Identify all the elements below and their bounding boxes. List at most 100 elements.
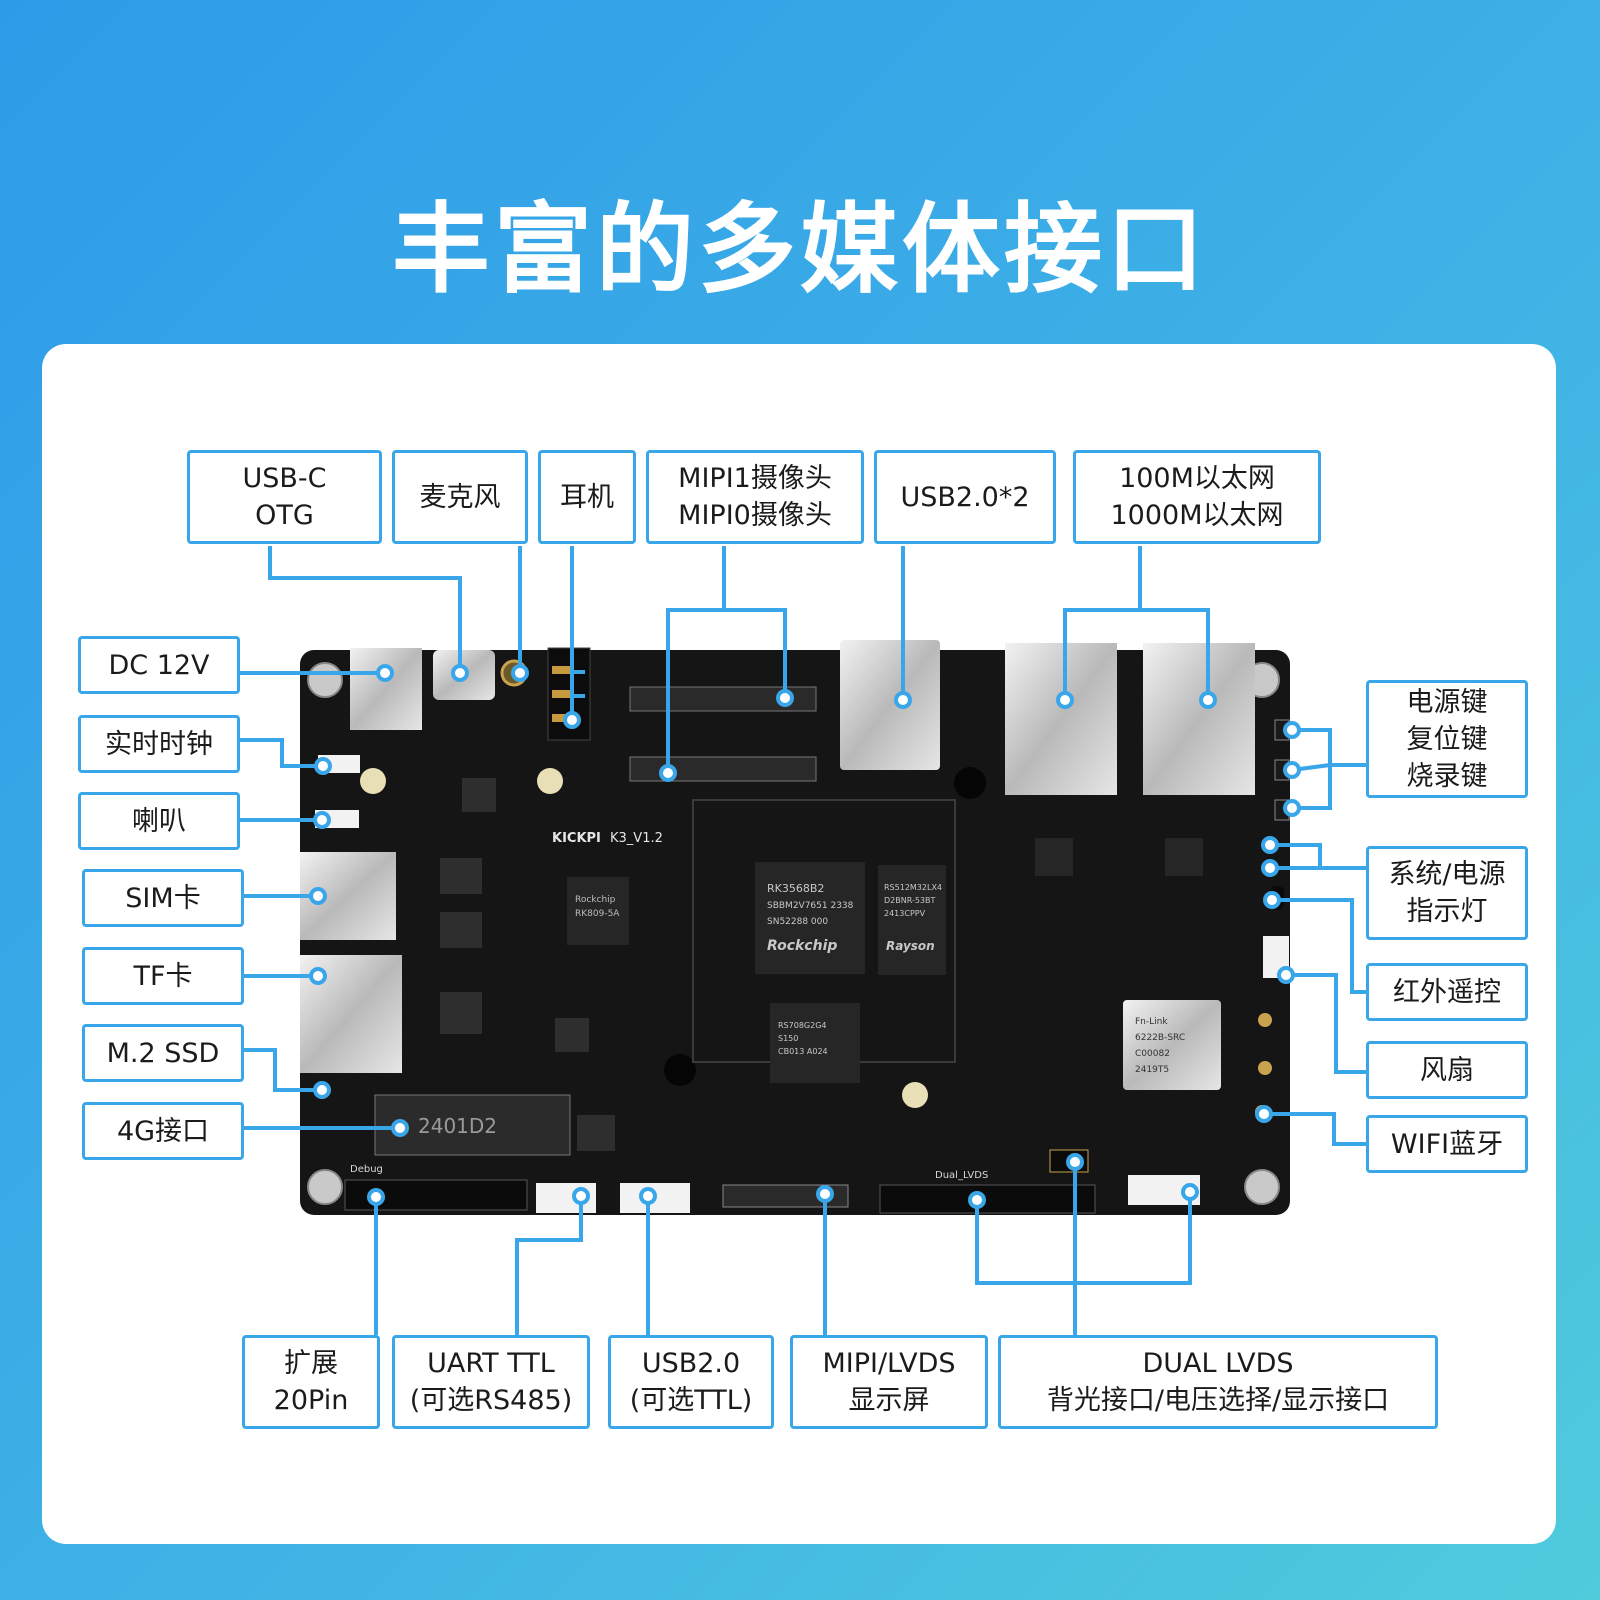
label-usb2-dual: USB2.0*2: [874, 450, 1056, 544]
ram-chip: [878, 865, 946, 975]
leader-line: [666, 546, 726, 773]
label-usb2: USB2.0 (可选TTL): [608, 1335, 774, 1429]
label-headphone-text: 耳机: [560, 481, 614, 513]
leader-endpoint: [639, 1187, 657, 1205]
label-wifi-bt: WIFI蓝牙: [1366, 1115, 1528, 1173]
label-rtc: 实时时钟: [78, 715, 240, 773]
leader-line: [1140, 608, 1210, 700]
soc-brand: Rockchip: [767, 938, 837, 954]
leader-endpoint: [309, 967, 327, 985]
leader-line: [244, 1048, 322, 1092]
ram-line-2: D2BNR-53BT: [884, 896, 936, 905]
label-rtc-text: 实时时钟: [105, 728, 213, 760]
ethernet-port-1: [1005, 643, 1117, 795]
board-brand: KICKPI: [552, 831, 601, 846]
board-cutouts: [664, 767, 986, 1086]
label-buttons: 电源键 复位键 烧录键: [1366, 680, 1528, 798]
eth-phy-chip-2: [1165, 838, 1203, 876]
leader-endpoint: [1261, 836, 1279, 854]
leader-endpoint: [572, 1187, 590, 1205]
emmc-line-2: S150: [778, 1034, 798, 1043]
label-mipi-camera: MIPI1摄像头 MIPI0摄像头: [646, 450, 864, 544]
leader-line: [975, 1192, 1192, 1285]
leader-endpoint: [1261, 859, 1279, 877]
leader-endpoint: [563, 711, 581, 729]
label-mipi-lvds-line2: 显示屏: [848, 1385, 930, 1416]
label-uart-line2: (可选RS485): [409, 1385, 573, 1416]
dc-jack: [350, 648, 422, 730]
m2-marking: 2401D2: [418, 1114, 497, 1138]
label-dual-lvds-line1: DUAL LVDS: [1142, 1348, 1294, 1379]
eth-phy-chip-1: [1035, 838, 1073, 876]
leader-endpoint: [1283, 721, 1301, 739]
leader-line: [1272, 898, 1366, 994]
label-ir: 红外遥控: [1366, 963, 1528, 1021]
page-title: 丰富的多媒体接口: [391, 193, 1208, 307]
leader-line: [1292, 765, 1332, 810]
leader-line: [1264, 1112, 1366, 1146]
leader-endpoint: [1181, 1183, 1199, 1201]
label-4g: 4G接口: [82, 1102, 244, 1160]
label-4g-text: 4G接口: [116, 1115, 210, 1147]
wifi-bt-module: [1123, 1000, 1221, 1090]
usb2-dual-port: [840, 640, 940, 770]
label-usbc-otg: USB-C OTG: [187, 450, 382, 544]
label-dc-text: DC 12V: [108, 649, 210, 681]
wifi-module-model: 6222B-SRC: [1135, 1033, 1185, 1043]
leader-endpoint: [376, 664, 394, 682]
leader-endpoint: [1283, 761, 1301, 779]
ram-brand: Rayson: [886, 939, 935, 953]
soc-chip: [755, 862, 865, 974]
label-expand-20pin: 扩展 20Pin: [242, 1335, 380, 1429]
soc-line-2: SBBM2V7651 2338: [767, 901, 854, 911]
leader-endpoint: [511, 664, 529, 682]
board-model: K3_V1.2: [610, 831, 663, 846]
leader-endpoint: [776, 689, 794, 707]
label-usbc-line1: USB-C: [242, 463, 327, 494]
label-dc-12v: DC 12V: [78, 636, 240, 694]
inductors: [440, 778, 615, 1151]
label-indicator: 系统/电源 指示灯: [1366, 846, 1528, 940]
label-dual-lvds: DUAL LVDS 背光接口/电压选择/显示接口: [998, 1335, 1438, 1429]
label-indicator-line1: 系统/电源: [1388, 859, 1506, 890]
label-dual-lvds-line2: 背光接口/电压选择/显示接口: [1046, 1385, 1390, 1416]
leader-line: [1063, 546, 1142, 700]
wifi-module-brand: Fn-Link: [1135, 1017, 1168, 1027]
label-wifi-text: WIFI蓝牙: [1390, 1128, 1504, 1160]
leader-endpoint: [313, 811, 331, 829]
leader-line: [240, 738, 323, 768]
leader-endpoint: [451, 664, 469, 682]
leader-endpoint: [894, 691, 912, 709]
ram-line-1: RS512M32LX4: [884, 883, 942, 892]
leader-endpoint: [391, 1119, 409, 1137]
label-fan-text: 风扇: [1420, 1054, 1474, 1086]
leader-endpoint: [816, 1185, 834, 1203]
ethernet-port-2: [1143, 643, 1255, 795]
label-sim: SIM卡: [82, 869, 244, 927]
soc-line-1: RK3568B2: [767, 882, 824, 895]
leader-endpoint: [1283, 799, 1301, 817]
dual-lvds-header: [879, 1184, 1096, 1214]
leader-endpoint: [968, 1191, 986, 1209]
label-sim-text: SIM卡: [125, 882, 201, 914]
label-expand-line2: 20Pin: [273, 1385, 349, 1416]
label-headphone: 耳机: [538, 450, 636, 544]
leader-endpoint: [314, 757, 332, 775]
label-m2-ssd: M.2 SSD: [82, 1024, 244, 1082]
label-usbc-line2: OTG: [255, 500, 314, 531]
label-uart-line1: UART TTL: [427, 1348, 555, 1379]
ram-line-3: 2413CPPV: [884, 909, 926, 918]
label-microphone: 麦克风: [392, 450, 528, 544]
leader-line: [1270, 843, 1366, 870]
leader-line: [268, 546, 462, 673]
label-uart: UART TTL (可选RS485): [392, 1335, 590, 1429]
leader-line: [515, 1196, 583, 1335]
leader-endpoint: [1277, 966, 1295, 984]
pmic-label: Rockchip: [575, 895, 616, 905]
label-microphone-text: 麦克风: [419, 481, 501, 513]
label-speaker-text: 喇叭: [132, 805, 186, 837]
label-ethernet-100m: 100M以太网: [1119, 463, 1275, 494]
label-power-button: 电源键: [1406, 686, 1488, 718]
label-mipi1-camera: MIPI1摄像头: [678, 463, 832, 494]
